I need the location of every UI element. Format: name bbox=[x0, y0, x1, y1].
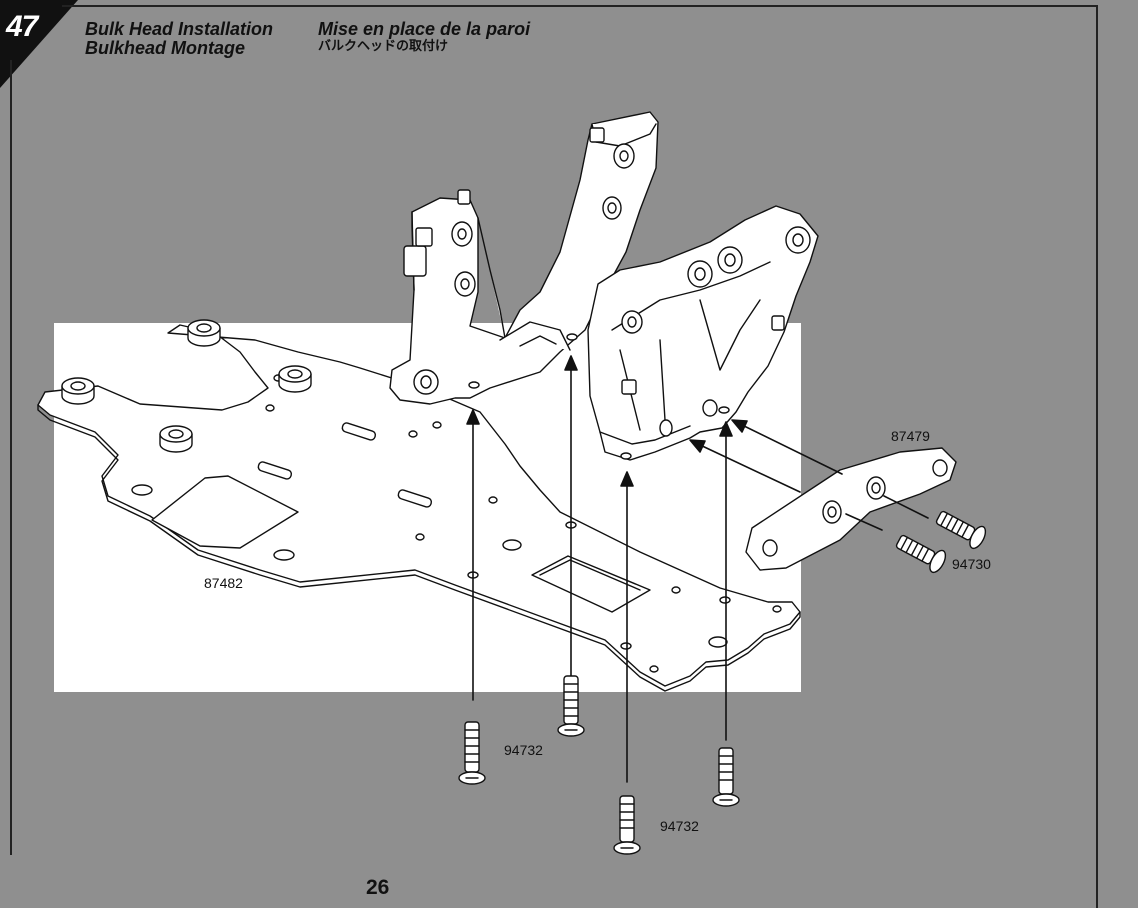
right-bulkhead bbox=[587, 205, 819, 461]
label-screw-side: 94730 bbox=[952, 556, 991, 572]
screw-3 bbox=[613, 795, 641, 855]
left-rule bbox=[10, 60, 12, 855]
screw-6 bbox=[935, 510, 987, 550]
title-japanese: バルクヘッドの取付け bbox=[318, 39, 449, 54]
label-bulkhead-plate: 87479 bbox=[891, 428, 930, 444]
step-number: 47 bbox=[6, 10, 38, 43]
page-number: 26 bbox=[366, 876, 390, 899]
label-screw-bottom-b: 94732 bbox=[660, 818, 699, 834]
top-rule bbox=[62, 5, 1096, 7]
title-german: Bulkhead Montage bbox=[85, 38, 246, 58]
screw-1 bbox=[458, 721, 486, 785]
step-tab bbox=[0, 0, 78, 88]
title-english: Bulk Head Installation bbox=[85, 19, 274, 39]
label-chassis-plate: 87482 bbox=[204, 575, 243, 591]
right-rule bbox=[1096, 5, 1098, 908]
bulkhead-plate bbox=[745, 447, 957, 571]
screw-5 bbox=[895, 534, 947, 574]
title-french: Mise en place de la paroi bbox=[318, 19, 531, 39]
left-bulkhead bbox=[389, 111, 659, 405]
insertion-arrows bbox=[466, 355, 929, 783]
label-screw-bottom-a: 94732 bbox=[504, 742, 543, 758]
screws bbox=[458, 510, 987, 855]
screw-2 bbox=[557, 675, 585, 737]
screw-4 bbox=[712, 747, 740, 807]
chassis-plate bbox=[37, 319, 801, 692]
